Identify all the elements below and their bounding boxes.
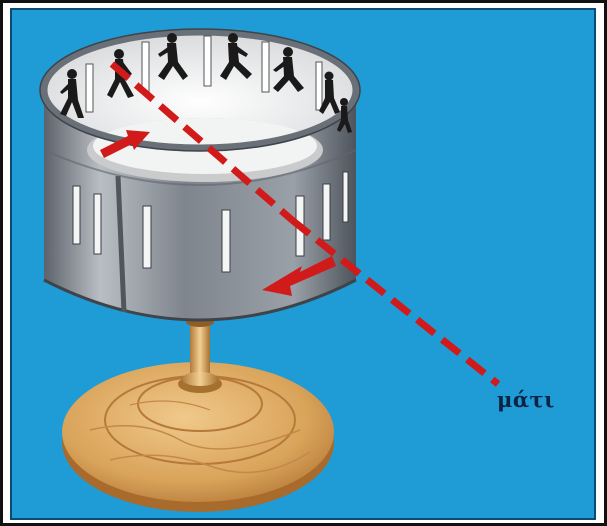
eye-label: μάτι xyxy=(497,387,555,412)
